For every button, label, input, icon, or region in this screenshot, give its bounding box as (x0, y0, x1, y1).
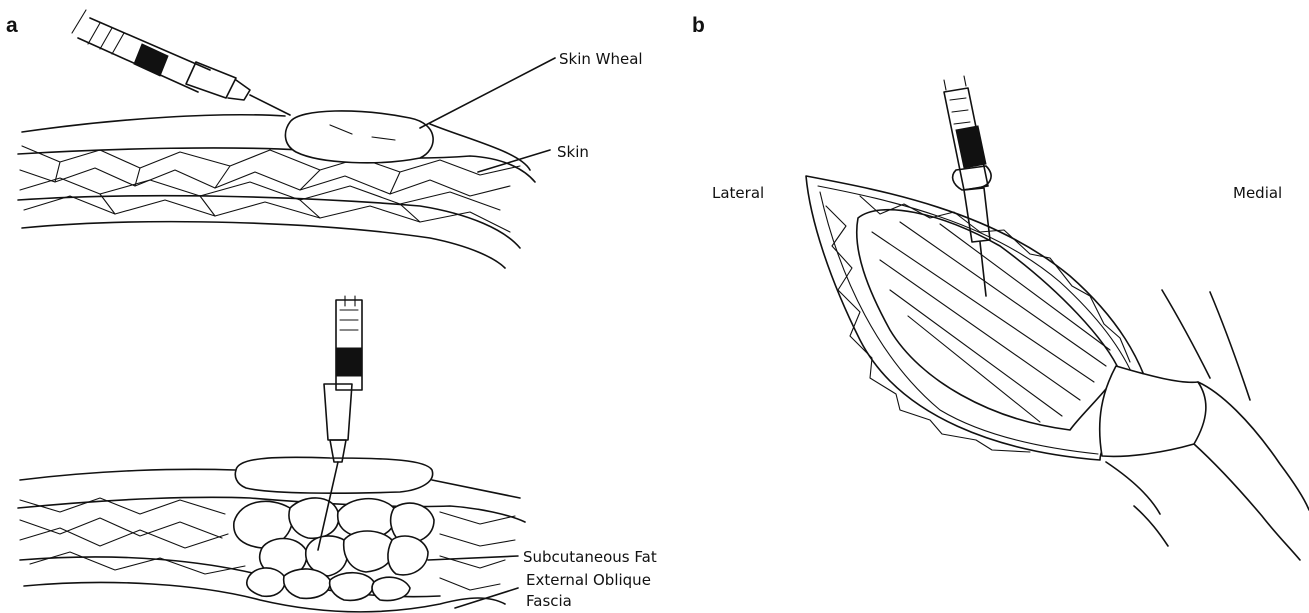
retractor (1100, 290, 1309, 560)
label-subcutaneous-fat: Subcutaneous Fat (523, 548, 657, 566)
panel-a-top-skin-diagram (18, 10, 535, 268)
label-skin: Skin (557, 143, 589, 161)
label-lateral: Lateral (712, 184, 764, 202)
syringe-panel-b (944, 76, 991, 296)
fat-lobules (234, 498, 434, 601)
panel-b-muscle-diagram (806, 76, 1309, 560)
label-fascia: Fascia (526, 592, 572, 610)
skin-wheal-bubble (285, 111, 433, 163)
panel-a-bottom-fat-diagram (18, 296, 525, 612)
panel-b-letter: b (692, 14, 705, 37)
label-medial: Medial (1233, 184, 1282, 202)
label-skin-wheal: Skin Wheal (559, 50, 643, 68)
syringe-top (72, 10, 290, 115)
panel-a-letter: a (6, 14, 18, 37)
label-external-oblique: External Oblique (526, 571, 651, 589)
